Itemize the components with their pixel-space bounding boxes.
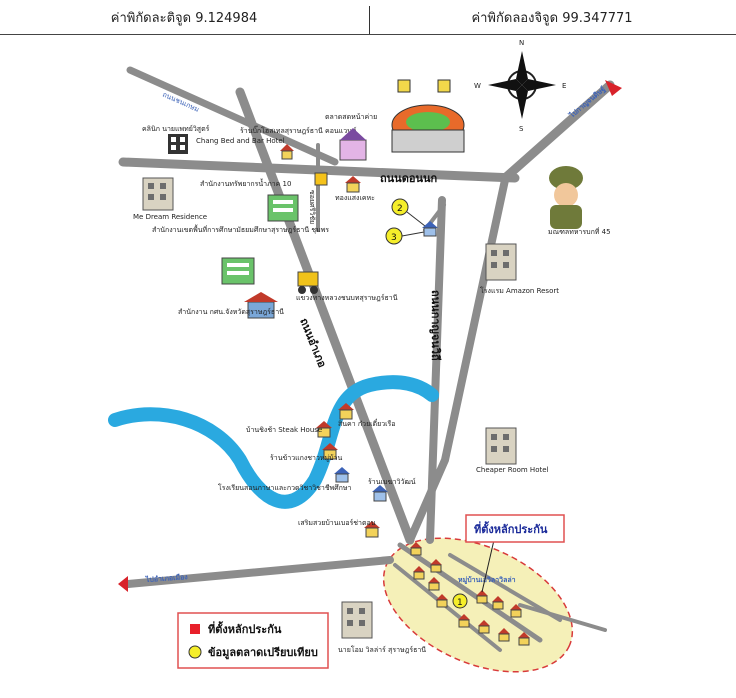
road-village-main [397, 542, 543, 643]
label-edu-office: สำนักงานเขตพื้นที่การศึกษามัธยมศึกษาสุรา… [152, 223, 329, 234]
road-village-ext [518, 603, 607, 632]
svg-text:3: 3 [391, 233, 397, 243]
road-label-west: ไปอำเภอเมือง [145, 572, 189, 584]
label-water-office: สำนักงานทรัพยากรน้ำภาค 10 [200, 177, 291, 188]
svg-text:1: 1 [457, 598, 463, 608]
label-clinic: คลินิก นายแพทย์วิสูตร์ [142, 125, 210, 133]
road-northwest-diag [126, 66, 339, 166]
road-label-soi: ซอยศรีวิชัย [308, 190, 316, 224]
house-sin-kha-icon [338, 403, 354, 420]
small-houses [316, 403, 388, 538]
hotel-cheaper-icon [485, 427, 517, 465]
land-office-icon [244, 292, 278, 319]
latitude-cell: ค่าพิกัดละติจูด 9.124984 [110, 10, 258, 26]
road-ne-kanchanadit [500, 80, 615, 183]
compass-s: S [519, 125, 524, 133]
gas-station-icon [314, 172, 328, 186]
label-amazon: โรงแรม Amazon Resort [480, 286, 559, 295]
svg-text:2: 2 [397, 204, 403, 214]
marker-2: 2 [391, 198, 409, 216]
header-divider [369, 6, 370, 34]
label-steak-house: บ้านชิงช้า Steak House [246, 426, 322, 434]
comparison-markers: 1 2 3 [385, 198, 468, 609]
bulldozer-icon [297, 271, 319, 294]
label-camp: มณฑลทหารบกที่ 45 [548, 227, 611, 236]
road-south-east [406, 176, 509, 544]
road-label-karun: ถนนกาญจนวิถี [429, 290, 442, 361]
house-vithet-icon [372, 485, 388, 502]
compass-rose-icon: N S E W [474, 39, 566, 133]
callout-text: ที่ตั้งหลักประกัน [474, 521, 548, 536]
legend-collateral-text: ที่ตั้งหลักประกัน [208, 621, 282, 636]
village-houses [410, 542, 530, 646]
label-cheaper-room: Cheaper Room Hotel [476, 466, 549, 474]
road-label-kanchanadit: ไปกาญจนดิษฐ์ [567, 84, 608, 121]
label-me-dream: Me Dream Residence [133, 213, 207, 221]
water-office-icon [267, 194, 299, 222]
legend: ที่ตั้งหลักประกัน ข้อมูลตลาดเปรียบเทียบ [177, 612, 329, 669]
coordinate-header: ค่าพิกัดละติจูด 9.124984 ค่าพิกัดลองจิจู… [0, 0, 736, 35]
compass-e: E [562, 82, 566, 90]
hotel-amazon-icon [485, 243, 517, 281]
legend-comparison-swatch [188, 645, 202, 659]
house-beauty-icon [364, 521, 380, 538]
house-steak-icon [316, 421, 332, 438]
arrow-ne-icon [605, 80, 622, 96]
label-village: หมู่บ้านเอวิลาวิลล่า [458, 575, 516, 585]
longitude-cell: ค่าพิกัดลองจิจูด 99.347771 [471, 10, 633, 26]
arrow-west-icon [118, 576, 128, 592]
label-mayfair: นายโอม วิลล่าร์ สุราษฎร์ธานี [338, 645, 426, 654]
stadium-icon [391, 79, 465, 153]
label-school: โรงเรียนสอนภาษาและกวดวิชาวิชาชีพศึกษา [218, 483, 351, 492]
label-land-office: สำนักงาน กศน.จังหวัดสุราษฎร์ธานี [178, 308, 284, 316]
compass-n: N [519, 39, 524, 47]
house-thong-icon [345, 176, 361, 193]
label-hostel-shop: ร้านบิ๊กโฮสเทลสุราษฎร์ธานี คอนแวนต์ [240, 125, 357, 135]
label-highway-office: แขวงทางหลวงชนบทสุราษฎร์ธานี [296, 294, 398, 302]
label-beauty: เสริมสวยบ้านเบอร์ช่าตอน [298, 519, 376, 527]
legend-collateral-swatch [190, 624, 200, 634]
market-icon [339, 128, 367, 161]
marker-1: 1 [452, 593, 468, 609]
house-rice-icon [322, 443, 338, 460]
legend-comparison-text: ข้อมูลตลาดเปรียบเทียบ [208, 646, 318, 660]
label-hotel-chiang: Chang Bed and Bar Hotel [196, 137, 285, 145]
roads [118, 66, 615, 652]
house-hostel-icon [280, 144, 294, 160]
label-market: ตลาดสดหน้าค่าย [325, 113, 377, 121]
label-rice-shop: ร้านข้าวแกงชาวหมู่บ้าน [270, 454, 343, 462]
house-school-icon [334, 467, 350, 483]
building-clinic-icon [168, 134, 188, 154]
road-main-diagonal [235, 87, 415, 545]
callout-collateral: ที่ตั้งหลักประกัน [465, 514, 565, 593]
road-arrows [118, 80, 622, 592]
river [108, 375, 439, 509]
label-thong-house: ทองแสงเคหะ [335, 194, 375, 202]
road-label-don-nok: ถนนดอนนก [380, 172, 437, 185]
hotel-mayfair-icon [341, 601, 373, 639]
soldier-icon [549, 166, 583, 229]
house-comparison-icon [422, 221, 438, 237]
label-sin-kha: สินคา ก๋วยเตี๋ยวเรือ [338, 419, 396, 428]
compass-w: W [474, 82, 481, 90]
building-me-dream-icon [142, 177, 174, 211]
edu-office-icon [221, 257, 255, 285]
marker-3: 3 [385, 227, 403, 245]
label-vithet: ร้านเมฆาวิวัฒน์ [368, 478, 416, 486]
road-village-3 [448, 553, 562, 622]
road-sw-to-west [124, 556, 394, 588]
